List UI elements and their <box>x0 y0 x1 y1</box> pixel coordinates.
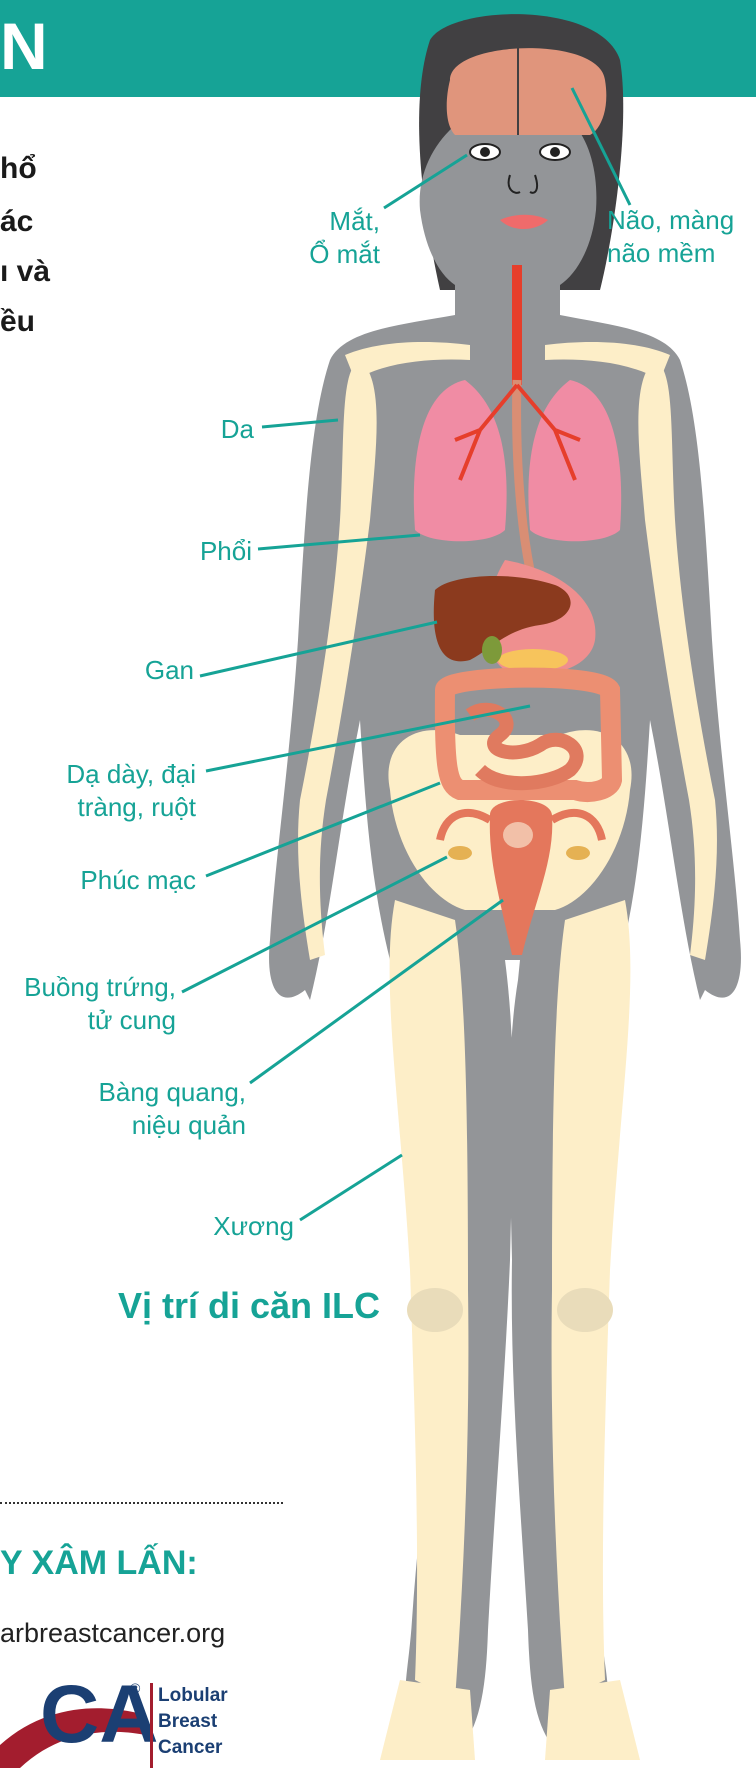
logo-line: Lobular <box>158 1683 228 1709</box>
label-bladder-line: Bàng quang, <box>60 1076 246 1109</box>
right-ovary <box>566 846 590 860</box>
label-eyes-line: Mắt, <box>298 205 380 238</box>
label-stomach: Dạ dày, đại tràng, ruột <box>40 758 196 824</box>
label-bladder: Bàng quang, niệu quản <box>60 1076 246 1142</box>
body-silhouette <box>269 100 741 1755</box>
tumor <box>503 822 533 848</box>
label-stomach-line: tràng, ruột <box>40 791 196 824</box>
logo-mark: CA <box>40 1669 158 1760</box>
left-foot <box>380 1680 475 1760</box>
right-foot <box>545 1680 640 1760</box>
logo-text: Lobular Breast Cancer <box>158 1683 228 1761</box>
logo-line: Breast <box>158 1709 228 1735</box>
dotted-divider <box>0 1502 283 1504</box>
left-ovary <box>448 846 472 860</box>
label-eyes-line: Ổ mắt <box>298 238 380 271</box>
footer-heading: Y XÂM LẤN: <box>0 1544 198 1583</box>
leader-bone <box>300 1155 402 1220</box>
label-bladder-line: niệu quản <box>60 1109 246 1142</box>
logo-line: Cancer <box>158 1735 228 1761</box>
left-knee <box>407 1288 463 1332</box>
label-brain-line: não mềm <box>607 237 734 270</box>
label-ovaries-line: Buồng trứng, <box>0 971 176 1004</box>
gallbladder <box>482 636 502 664</box>
registered-mark: ® <box>130 1680 140 1696</box>
label-eyes: Mắt, Ổ mắt <box>298 205 380 271</box>
label-skin: Da <box>190 413 254 446</box>
caption: Vị trí di căn ILC <box>118 1285 380 1327</box>
footer-url[interactable]: arbreastcancer.org <box>0 1618 225 1649</box>
right-knee <box>557 1288 613 1332</box>
label-ovaries: Buồng trứng, tử cung <box>0 971 176 1037</box>
brain <box>447 48 607 135</box>
aorta <box>512 265 522 385</box>
label-liver: Gan <box>120 654 194 687</box>
label-bone: Xương <box>170 1210 294 1243</box>
label-ovaries-line: tử cung <box>0 1004 176 1037</box>
label-stomach-line: Dạ dày, đại <box>40 758 196 791</box>
label-lungs: Phổi <box>160 535 252 568</box>
label-brain: Não, màng não mềm <box>607 204 734 270</box>
label-brain-line: Não, màng <box>607 204 734 237</box>
label-peritoneum: Phúc mạc <box>40 864 196 897</box>
